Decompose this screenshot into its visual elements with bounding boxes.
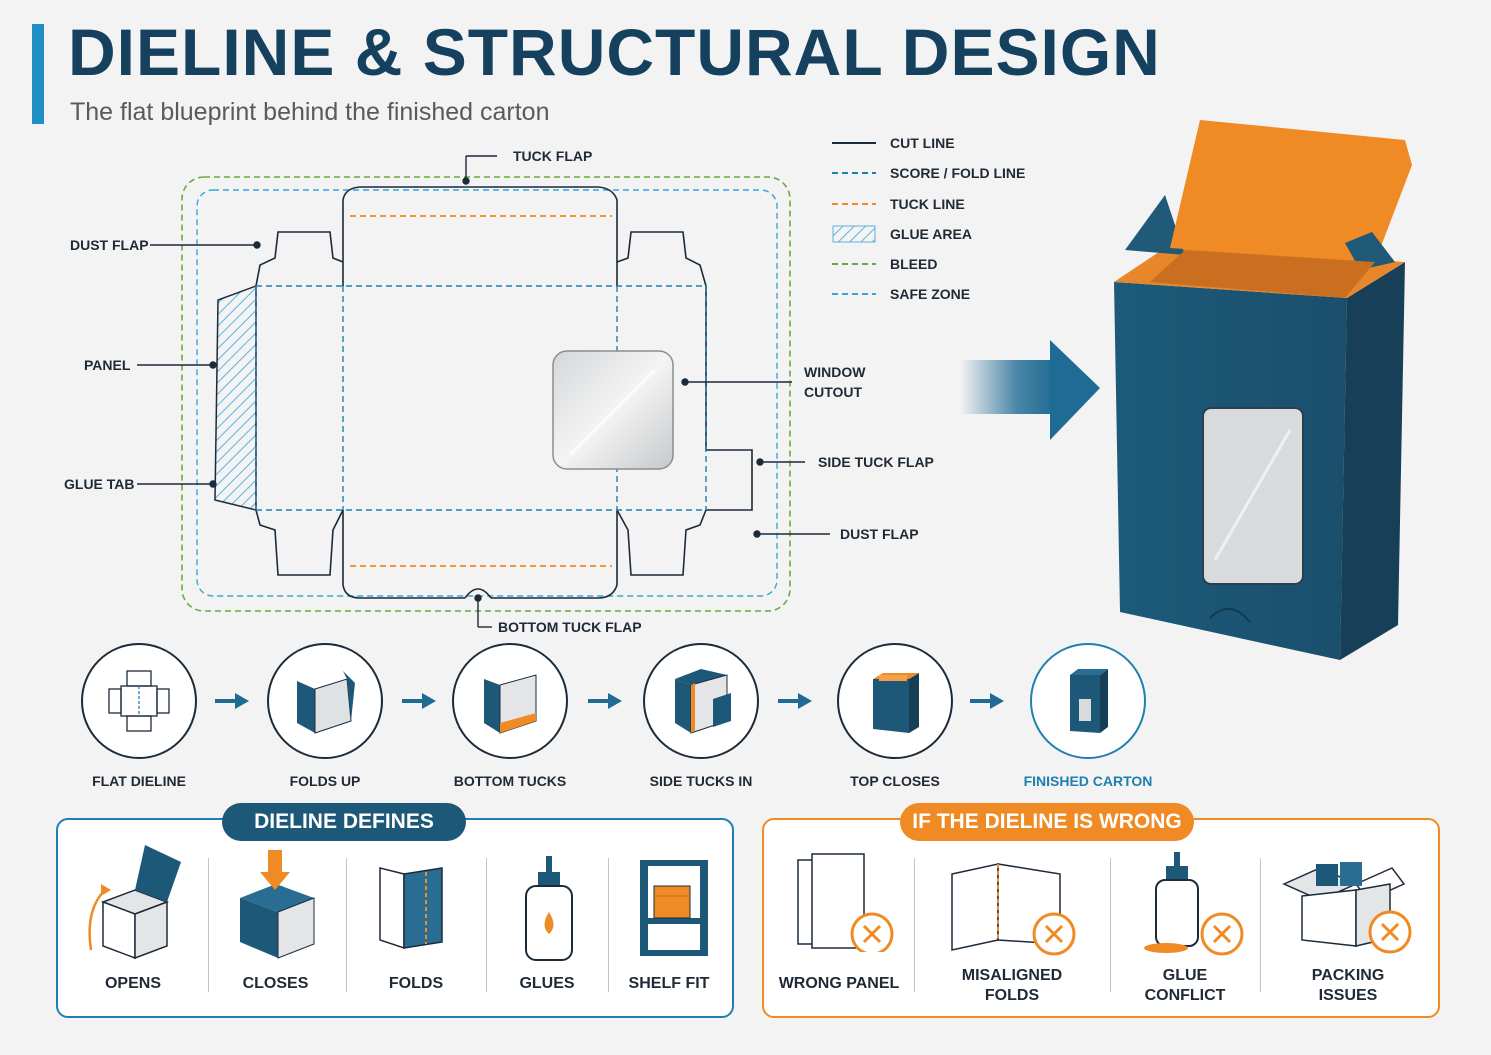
defines-closes: CLOSES	[208, 820, 343, 1016]
label-side-tuck-flap: SIDE TUCK FLAP	[818, 454, 934, 470]
label-window-cutout-1: WINDOW	[804, 364, 866, 380]
step-finished-carton: FINISHED CARTON	[993, 643, 1183, 789]
step-bottom-tucks: BOTTOM TUCKS	[415, 643, 605, 789]
defines-shelf-fit: SHELF FIT	[608, 820, 730, 1016]
top-closes-icon	[837, 643, 953, 759]
dieline-defines-title: DIELINE DEFINES	[222, 803, 466, 841]
side-tucks-in-icon	[643, 643, 759, 759]
wrong-panel-item: WRONG PANEL	[764, 820, 914, 1016]
label-panel: PANEL	[84, 357, 131, 373]
dieline-wrong-panel: WRONG PANEL MISALIGNED FOLDS GLUE CONFLI…	[762, 818, 1440, 1018]
defines-opens: OPENS	[58, 820, 208, 1016]
bottom-tucks-icon	[452, 643, 568, 759]
legend-bleed: BLEED	[832, 256, 938, 272]
glue-conflict-icon	[1144, 852, 1244, 956]
legend-cut-line: CUT LINE	[832, 135, 955, 151]
defines-folds: FOLDS	[346, 820, 486, 1016]
legend-score-line: SCORE / FOLD LINE	[832, 165, 1026, 181]
misaligned-folds-icon	[951, 863, 1076, 956]
dieline-wrong-title: IF THE DIELINE IS WRONG	[900, 803, 1194, 841]
label-glue-tab: GLUE TAB	[64, 476, 135, 492]
dieline-defines-panel: OPENS CLOSES FOLDS GLUES	[56, 818, 734, 1018]
label-dust-flap-left: DUST FLAP	[70, 237, 149, 253]
step-arrow-icon	[778, 693, 812, 709]
glue-bottle-icon	[525, 856, 573, 961]
legend-glue-area: GLUE AREA	[832, 224, 972, 244]
leader-lines	[137, 155, 830, 628]
glue-tab-area	[214, 284, 257, 511]
open-box-icon	[88, 845, 181, 960]
closed-box-icon	[240, 850, 315, 959]
step-top-closes: TOP CLOSES	[800, 643, 990, 789]
bleed-line	[181, 176, 791, 612]
transform-arrow	[960, 340, 1100, 440]
cut-lines	[255, 186, 753, 599]
page-subtitle: The flat blueprint behind the finished c…	[70, 98, 550, 126]
finished-carton-illustration	[1114, 120, 1412, 660]
legend-safe-zone: SAFE ZONE	[832, 286, 971, 302]
safe-zone-line	[196, 189, 778, 597]
packing-issues-item: PACKING ISSUES	[1260, 820, 1436, 1016]
defines-glues: GLUES	[486, 820, 608, 1016]
page-title: DIELINE & STRUCTURAL DESIGN	[68, 15, 1161, 89]
step-flat-dieline: FLAT DIELINE	[44, 643, 234, 789]
step-side-tucks-in: SIDE TUCKS IN	[606, 643, 796, 789]
fold-panel-icon	[379, 867, 443, 950]
finished-carton-icon	[1030, 643, 1146, 759]
label-tuck-flap: TUCK FLAP	[513, 148, 593, 164]
label-bottom-tuck-flap: BOTTOM TUCK FLAP	[498, 619, 642, 635]
label-window-cutout-2: CUTOUT	[804, 384, 863, 400]
step-arrow-icon	[402, 693, 436, 709]
packing-issues-icon	[1282, 862, 1412, 954]
shelf-icon	[640, 860, 708, 956]
wrong-panel-icon	[797, 853, 894, 952]
legend-tuck-line: TUCK LINE	[832, 196, 965, 212]
flat-dieline-icon	[81, 643, 197, 759]
misaligned-folds-item: MISALIGNED FOLDS	[914, 820, 1110, 1016]
glue-conflict-item: GLUE CONFLICT	[1110, 820, 1260, 1016]
title-accent-bar	[32, 24, 44, 124]
step-arrow-icon	[970, 693, 1004, 709]
step-arrow-icon	[215, 693, 249, 709]
step-arrow-icon	[588, 693, 622, 709]
label-dust-flap-right: DUST FLAP	[840, 526, 919, 542]
step-folds-up: FOLDS UP	[230, 643, 420, 789]
folds-up-icon	[267, 643, 383, 759]
